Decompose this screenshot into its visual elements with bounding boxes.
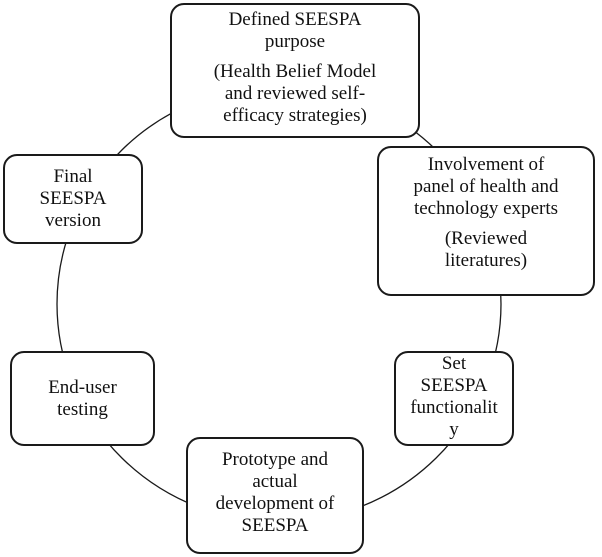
step-title-line: End-user (48, 376, 117, 398)
step-note-line: (Reviewed (444, 228, 528, 249)
step-title-line: purpose (264, 31, 326, 52)
step-prototype-development: Prototype and actual development of SEES… (186, 437, 364, 554)
step-title-line: Involvement of (427, 154, 545, 175)
step-title-line: SEESPA (241, 515, 309, 536)
step-set-functionality: Set SEESPA functionalit y (394, 351, 514, 446)
step-title-line: SEESPA (39, 188, 107, 209)
step-note-line: (Health Belief Model (213, 61, 377, 82)
step-title-line: functionalit (410, 397, 498, 418)
step-title-line: development of (215, 493, 335, 514)
step-title-line: SEESPA (420, 375, 488, 396)
step-title-line: actual (252, 471, 298, 492)
step-note-line: and reviewed self- (224, 83, 366, 104)
step-final-version: Final SEESPA version (3, 154, 143, 244)
step-note-line: efficacy strategies) (223, 105, 367, 126)
step-title-line: Prototype and (221, 449, 329, 470)
step-title-line: testing (57, 398, 108, 420)
step-expert-panel: Involvement of panel of health and techn… (377, 146, 595, 296)
step-defined-purpose: Defined SEESPA purpose (Health Belief Mo… (170, 3, 420, 138)
step-title-line: y (449, 419, 459, 440)
step-title-line: Set (441, 353, 467, 374)
step-title-line: technology experts (413, 198, 559, 219)
step-title-line: Final (53, 166, 93, 187)
step-title-line: panel of health and (413, 176, 559, 197)
step-title-line: version (45, 210, 101, 231)
step-title-line: Defined SEESPA (228, 9, 362, 30)
step-note-line: literatures) (444, 250, 528, 271)
step-end-user-testing: End-user testing (10, 351, 155, 446)
